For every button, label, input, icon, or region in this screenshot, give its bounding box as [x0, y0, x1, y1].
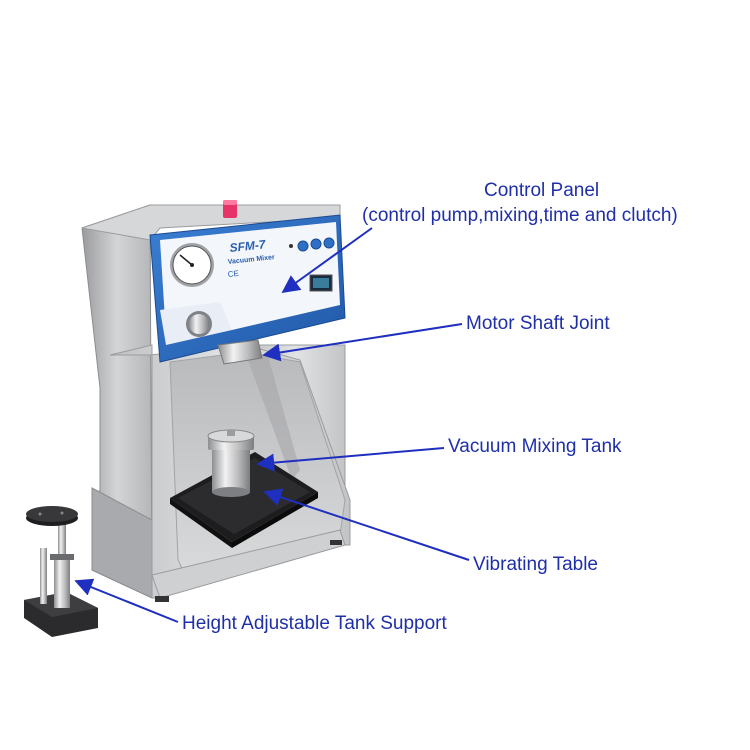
callout-arrows: [74, 227, 470, 623]
vacuum-gauge-icon: [170, 243, 214, 287]
ce-mark: CE: [227, 269, 239, 279]
callout-control-panel-detail: (control pump,mixing,time and clutch): [362, 205, 678, 226]
vibrating-table: [170, 452, 318, 548]
arrow-vibrating-table: [263, 488, 470, 561]
callout-control-panel-title: Control Panel: [484, 180, 600, 201]
arrow-control-panel: [281, 227, 373, 294]
pressure-indicator: [223, 200, 237, 218]
callout-tank-support: Height Adjustable Tank Support: [182, 613, 447, 634]
arrow-tank-support: [74, 578, 179, 623]
callout-vacuum-mixing-tank: Vacuum Mixing Tank: [448, 436, 622, 457]
arrow-motor-shaft: [262, 323, 463, 362]
tank-support: [24, 506, 98, 637]
power-indicator-icon: [289, 244, 293, 248]
control-panel: SFM-7 Vacuum Mixer CE: [149, 214, 346, 363]
model-label: SFM-7: [229, 237, 268, 255]
callout-motor-shaft-joint: Motor Shaft Joint: [466, 313, 610, 334]
callout-vibrating-table: Vibrating Table: [473, 554, 599, 575]
start-button[interactable]: [297, 240, 309, 252]
product-name-label: Vacuum Mixer: [227, 254, 275, 266]
motor-shaft-joint: [217, 339, 263, 365]
vacuum-mixing-tank: [207, 429, 255, 497]
mix-button[interactable]: [323, 237, 335, 249]
speed-knob[interactable]: [186, 311, 212, 337]
arrow-mixing-tank: [256, 447, 445, 472]
pump-button[interactable]: [310, 238, 322, 250]
